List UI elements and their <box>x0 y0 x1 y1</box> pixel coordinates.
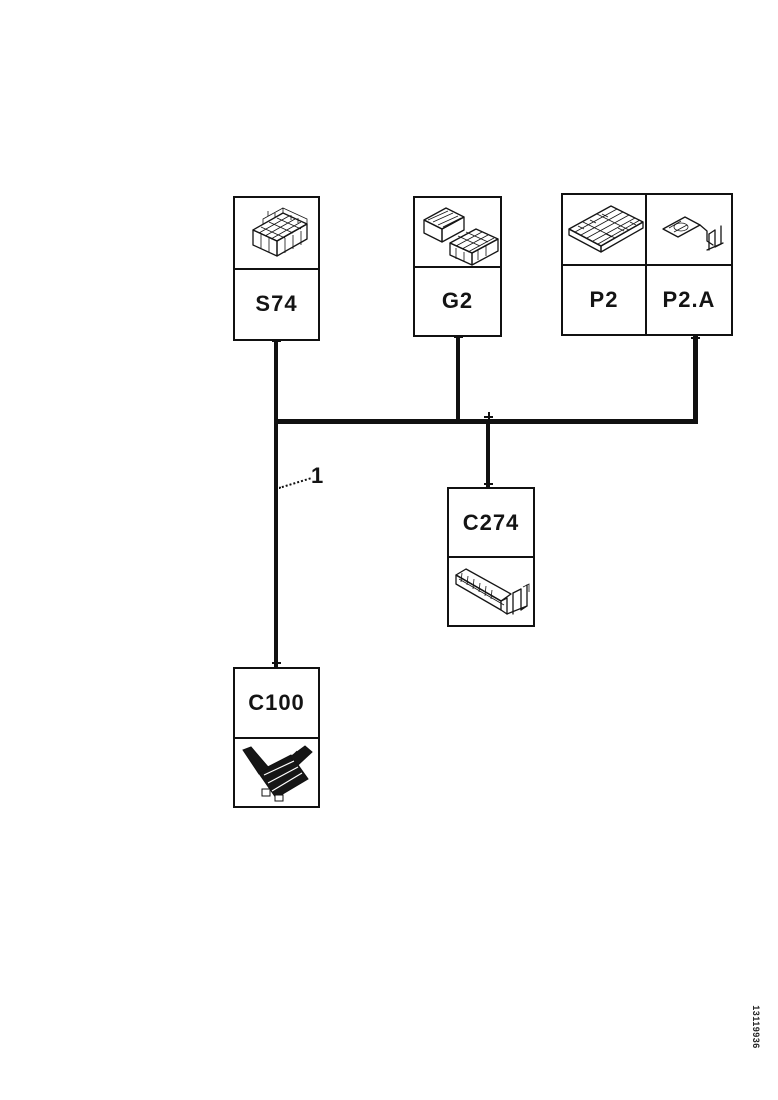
node-label-s74: S74 <box>235 267 318 340</box>
junction-tick-bus <box>484 412 493 421</box>
callout-leader-line <box>278 477 311 489</box>
node-label-p2a: P2.A <box>647 263 731 335</box>
node-box-p2-group: P2 P2.A <box>561 193 733 336</box>
p2-column: P2 <box>563 195 645 334</box>
wire-s74-to-c100 <box>274 341 278 667</box>
c274-connector-illustration <box>449 556 533 625</box>
rail-bracket-connector-icon <box>455 568 530 615</box>
s74-connector-illustration <box>235 198 318 268</box>
wired-connector-icon <box>242 745 313 802</box>
node-box-g2: G2 <box>413 196 502 337</box>
terminal-tick-p2a <box>691 333 700 342</box>
terminal-tick-c100 <box>272 658 281 667</box>
c100-connector-illustration <box>235 736 318 807</box>
two-block-connectors-icon <box>423 207 499 266</box>
node-label-g2: G2 <box>415 265 500 336</box>
wire-p2a-drop <box>693 336 698 423</box>
node-label-c100: C100 <box>248 689 305 715</box>
document-number: 13119936 <box>750 1005 761 1049</box>
p2a-column: P2.A <box>645 195 731 334</box>
node-box-s74: S74 <box>233 196 320 341</box>
terminal-tick-c274 <box>484 479 493 488</box>
callout-number: 1 <box>311 463 324 488</box>
node-label-c274: C274 <box>462 509 520 535</box>
node-box-c274: C274 <box>447 487 535 627</box>
flat-panel-connector-icon <box>567 205 644 253</box>
g2-connector-illustration <box>415 198 500 266</box>
node-box-c100: C100 <box>233 667 320 808</box>
p2a-connector-illustration <box>647 195 731 264</box>
wire-c274-drop <box>486 421 490 487</box>
node-label-p2: P2 <box>563 263 645 335</box>
wire-g2-drop <box>456 337 460 423</box>
fuse-block-connector-icon <box>252 207 308 257</box>
small-bracket-connector-icon <box>662 216 724 251</box>
p2-connector-illustration <box>563 195 645 264</box>
